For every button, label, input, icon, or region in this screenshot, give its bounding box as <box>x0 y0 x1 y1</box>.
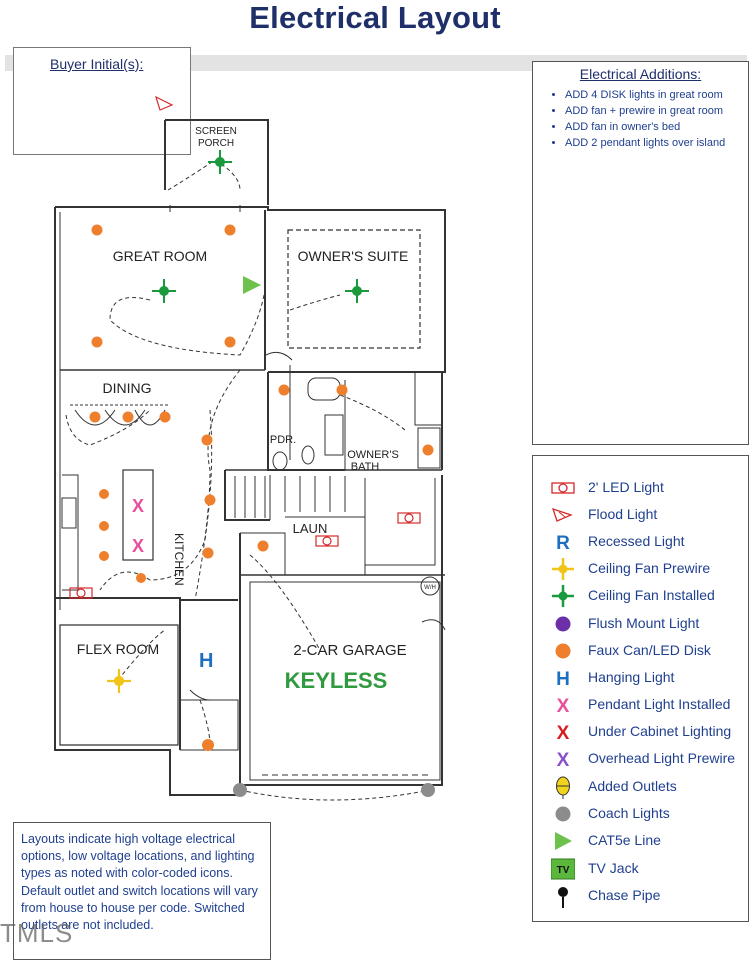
chase-pipe-icon <box>558 887 568 908</box>
legend-label: Faux Can/LED Disk <box>588 642 711 658</box>
svg-text:H: H <box>556 669 570 690</box>
overhead-prewire-icon: X <box>557 750 570 771</box>
additions-item: ADD fan + prewire in great room <box>565 104 740 119</box>
legend-item: R Recessed Light <box>533 530 748 554</box>
legend-item: Ceiling Fan Prewire <box>533 557 748 581</box>
legend-item: TV TV Jack <box>533 857 748 881</box>
ceiling-fan-prewire-marker <box>107 669 131 693</box>
ceiling-fan-installed-markers <box>152 150 369 303</box>
faux-can-icon <box>555 643 571 659</box>
added-outlet-icon <box>556 776 570 799</box>
under-cabinet-icon: X <box>557 723 570 744</box>
pendant-light-icon: X <box>557 696 570 717</box>
legend-label: Coach Lights <box>588 805 670 821</box>
svg-text:X: X <box>132 496 144 516</box>
hanging-light-marker: H <box>199 650 213 672</box>
label-owners-bath-2: BATH <box>351 461 380 473</box>
legend-item: Flood Light <box>533 503 748 527</box>
legend-label: Pendant Light Installed <box>588 696 731 712</box>
disclaimer-note: Layouts indicate high voltage electrical… <box>13 822 271 960</box>
additions-heading: Electrical Additions: <box>579 66 702 82</box>
ceiling-fan-prewire-icon <box>552 558 574 580</box>
coach-light-icon <box>555 806 571 822</box>
legend-item: Faux Can/LED Disk <box>533 639 748 663</box>
pendant-markers: XX <box>132 496 144 556</box>
label-water-heater: W/H <box>424 585 436 591</box>
legend-label: Ceiling Fan Installed <box>588 587 715 603</box>
additions-item: ADD 2 pendant lights over island <box>565 136 740 151</box>
watermark: TMLS <box>0 918 74 948</box>
label-kitchen: KITCHEN <box>172 533 186 586</box>
svg-text:R: R <box>556 533 570 554</box>
legend-item: X Overhead Light Prewire <box>533 747 748 771</box>
legend-item: Ceiling Fan Installed <box>533 584 748 608</box>
recessed-light-icon: R <box>556 533 570 554</box>
svg-text:X: X <box>132 536 144 556</box>
cat5e-icon <box>555 832 572 850</box>
label-owners-suite: OWNER'S SUITE <box>298 248 409 264</box>
legend-label: Ceiling Fan Prewire <box>588 560 711 576</box>
legend-item: Chase Pipe <box>533 884 748 908</box>
label-screen-porch-1: SCREEN <box>195 126 237 137</box>
cat5e-marker <box>243 276 261 294</box>
house-outline <box>55 206 446 373</box>
flush-mount-light-icon <box>555 616 571 632</box>
label-keyless: KEYLESS <box>285 668 388 693</box>
label-laun: LAUN <box>293 521 328 536</box>
legend-label: Flush Mount Light <box>588 615 700 631</box>
buyer-initials-box[interactable]: Buyer Initial(s): <box>13 47 191 155</box>
legend-item: Coach Lights <box>533 802 748 826</box>
legend-label: 2' LED Light <box>588 479 664 495</box>
label-dining: DINING <box>103 380 152 396</box>
buyer-initials-label: Buyer Initial(s): <box>50 56 144 72</box>
svg-text:X: X <box>557 750 570 771</box>
electrical-additions-panel: Electrical Additions: ADD 4 DISK lights … <box>532 61 749 445</box>
wiring-lines <box>65 159 431 801</box>
porch-walls <box>165 119 269 205</box>
legend-item: Flush Mount Light <box>533 612 748 636</box>
additions-item: ADD fan in owner's bed <box>565 120 740 135</box>
legend-label: Under Cabinet Lighting <box>588 723 732 739</box>
hanging-light-icon: H <box>556 669 570 690</box>
faux-can-markers <box>89 224 434 751</box>
label-garage: 2-CAR GARAGE <box>293 642 406 659</box>
tv-jack-icon: TV <box>551 858 575 880</box>
legend-panel: 2' LED Light Flood Light R Recessed Ligh… <box>532 455 749 922</box>
legend-label: Overhead Light Prewire <box>588 750 736 766</box>
svg-text:TV: TV <box>557 865 570 876</box>
legend-label: TV Jack <box>588 860 639 876</box>
legend-item: Added Outlets <box>533 775 748 799</box>
label-screen-porch-2: PORCH <box>198 138 234 149</box>
label-flex-room: FLEX ROOM <box>77 641 159 657</box>
legend-label: Chase Pipe <box>588 887 661 903</box>
legend-label: Added Outlets <box>588 778 677 794</box>
flood-light-icon <box>551 507 573 522</box>
legend-item: CAT5e Line <box>533 829 748 853</box>
legend-label: Hanging Light <box>588 669 675 685</box>
flood-light-marker <box>155 95 174 111</box>
legend-item: H Hanging Light <box>533 666 748 690</box>
label-pdr: PDR. <box>270 434 296 446</box>
additions-list: ADD 4 DISK lights in great room ADD fan … <box>533 88 748 151</box>
ceiling-fan-installed-icon <box>552 585 574 607</box>
legend-label: CAT5e Line <box>588 832 661 848</box>
led-light-markers <box>69 512 421 599</box>
legend-label: Recessed Light <box>588 533 685 549</box>
svg-text:X: X <box>557 696 570 717</box>
dining-pendant-arcs <box>70 404 170 426</box>
coach-light-markers <box>233 783 435 797</box>
stair-treads <box>234 476 346 518</box>
legend-item: 2' LED Light <box>533 476 748 500</box>
disclaimer-text: Layouts indicate high voltage electrical… <box>21 832 258 933</box>
legend-item: X Under Cabinet Lighting <box>533 720 748 744</box>
label-owners-bath-1: OWNER'S <box>347 449 399 461</box>
svg-text:X: X <box>557 723 570 744</box>
page-title: Electrical Layout <box>249 0 501 35</box>
additions-item: ADD 4 DISK lights in great room <box>565 88 740 103</box>
label-great-room: GREAT ROOM <box>113 248 207 264</box>
legend-label: Flood Light <box>588 506 658 522</box>
legend-item: X Pendant Light Installed <box>533 693 748 717</box>
led-light-icon <box>551 482 575 494</box>
